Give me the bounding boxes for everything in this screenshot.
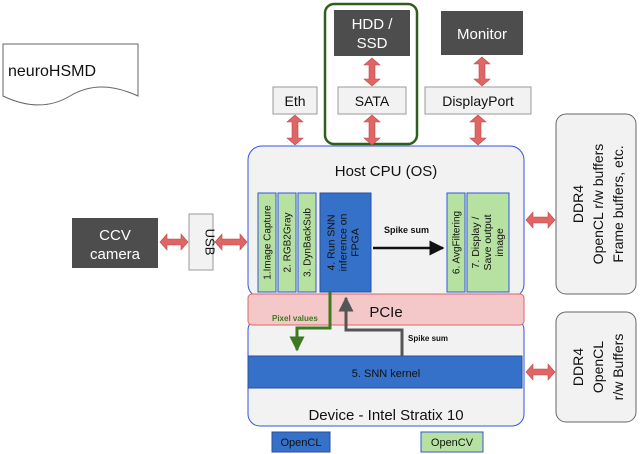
storage-box: HDD / SSD <box>334 10 410 56</box>
legend-opencl: OpenCL <box>271 431 331 453</box>
legend-opencl-label: OpenCL <box>281 437 322 449</box>
stage-run-snn-line2: inference on <box>338 213 350 271</box>
connection-arrows <box>159 56 556 381</box>
ddr-device-line3: r/w Buffers <box>610 334 626 401</box>
arrow-monitor-displayport <box>473 56 491 87</box>
monitor-label: Monitor <box>457 26 507 43</box>
stage-display-save-line3: image <box>494 228 506 257</box>
arrow-sata-host <box>363 114 381 146</box>
ddr-host-box: DDR4 OpenCL r/w buffers Frame buffers, e… <box>555 113 637 295</box>
stage-display-save-line2: Save output <box>482 214 494 270</box>
camera-box: CCV camera <box>72 218 158 268</box>
camera-line2: camera <box>90 246 141 263</box>
pcie-label: PCIe <box>369 304 402 321</box>
stage-dynbacksub: 3. DynBackSub <box>297 192 317 293</box>
device-title: Device - Intel Stratix 10 <box>308 407 463 424</box>
storage-label-line1: HDD / <box>352 16 394 33</box>
ddr-host-line1: DDR4 <box>570 185 586 223</box>
device-spike-sum-label: Spike sum <box>408 334 448 343</box>
legend-opencv-label: OpenCV <box>431 437 474 449</box>
arrow-usb-host <box>214 233 248 251</box>
stage-rgb2gray-label: 2. RGB2Gray <box>283 212 294 272</box>
stage-display-save-line1: 7. Display / <box>470 216 482 268</box>
stage-run-snn: 4. Run SNN inference on FPGA <box>319 192 372 293</box>
stage-rgb2gray: 2. RGB2Gray <box>277 192 297 293</box>
eth-label: Eth <box>284 93 305 109</box>
stage-avgfiltering-label: 6. AvgFiltering <box>452 211 463 274</box>
legend-opencv: OpenCV <box>420 431 484 453</box>
snn-kernel-box: 5. SNN kernel <box>247 355 523 389</box>
stage-run-snn-line1: 4. Run SNN <box>326 214 338 270</box>
usb-label: USB <box>203 229 218 256</box>
usb-box: USB <box>188 213 218 271</box>
stage-display-save: 7. Display / Save output image <box>466 192 510 293</box>
monitor-box: Monitor <box>441 11 523 55</box>
storage-label-line2: SSD <box>357 35 388 52</box>
ddr-host-line2: OpenCL r/w buffers <box>590 144 606 265</box>
ddr-host-line3: Frame buffers, etc. <box>610 145 626 262</box>
pcie-bar: PCIe <box>247 293 525 326</box>
stage-avgfiltering: 6. AvgFiltering <box>446 192 466 293</box>
snn-kernel-label: 5. SNN kernel <box>352 368 420 380</box>
arrow-host-ddr <box>525 211 556 229</box>
displayport-box: DisplayPort <box>424 86 532 115</box>
stage-dynbacksub-label: 3. DynBackSub <box>303 208 314 277</box>
camera-line1: CCV <box>99 227 131 244</box>
host-spike-sum-label: Spike sum <box>384 225 429 235</box>
ddr-device-line2: OpenCL <box>590 341 606 393</box>
pixel-values-label: Pixel values <box>272 314 318 323</box>
sata-label: SATA <box>355 93 390 109</box>
pixel-values-arrow <box>289 292 332 352</box>
host-title: Host CPU (OS) <box>335 163 438 180</box>
ddr-device-line1: DDR4 <box>570 348 586 386</box>
title-card: neuroHSMD <box>2 43 139 106</box>
arrow-camera-usb <box>159 233 189 251</box>
sata-box: SATA <box>337 86 407 115</box>
arrow-displayport-host <box>469 114 487 146</box>
arrow-device-ddr <box>525 363 556 381</box>
stage-run-snn-line3: FPGA <box>350 228 362 257</box>
arrow-eth-host <box>286 114 304 146</box>
stage-image-capture: 1.Image Capture <box>257 192 277 293</box>
arrow-storage-sata <box>363 57 381 87</box>
title-card-label: neuroHSMD <box>8 63 96 80</box>
displayport-label: DisplayPort <box>442 93 514 109</box>
device-spike-sum-arrow <box>338 296 404 356</box>
ddr-device-box: DDR4 OpenCL r/w Buffers <box>555 311 637 423</box>
eth-box: Eth <box>272 86 318 115</box>
stage-image-capture-label: 1.Image Capture <box>263 205 274 280</box>
